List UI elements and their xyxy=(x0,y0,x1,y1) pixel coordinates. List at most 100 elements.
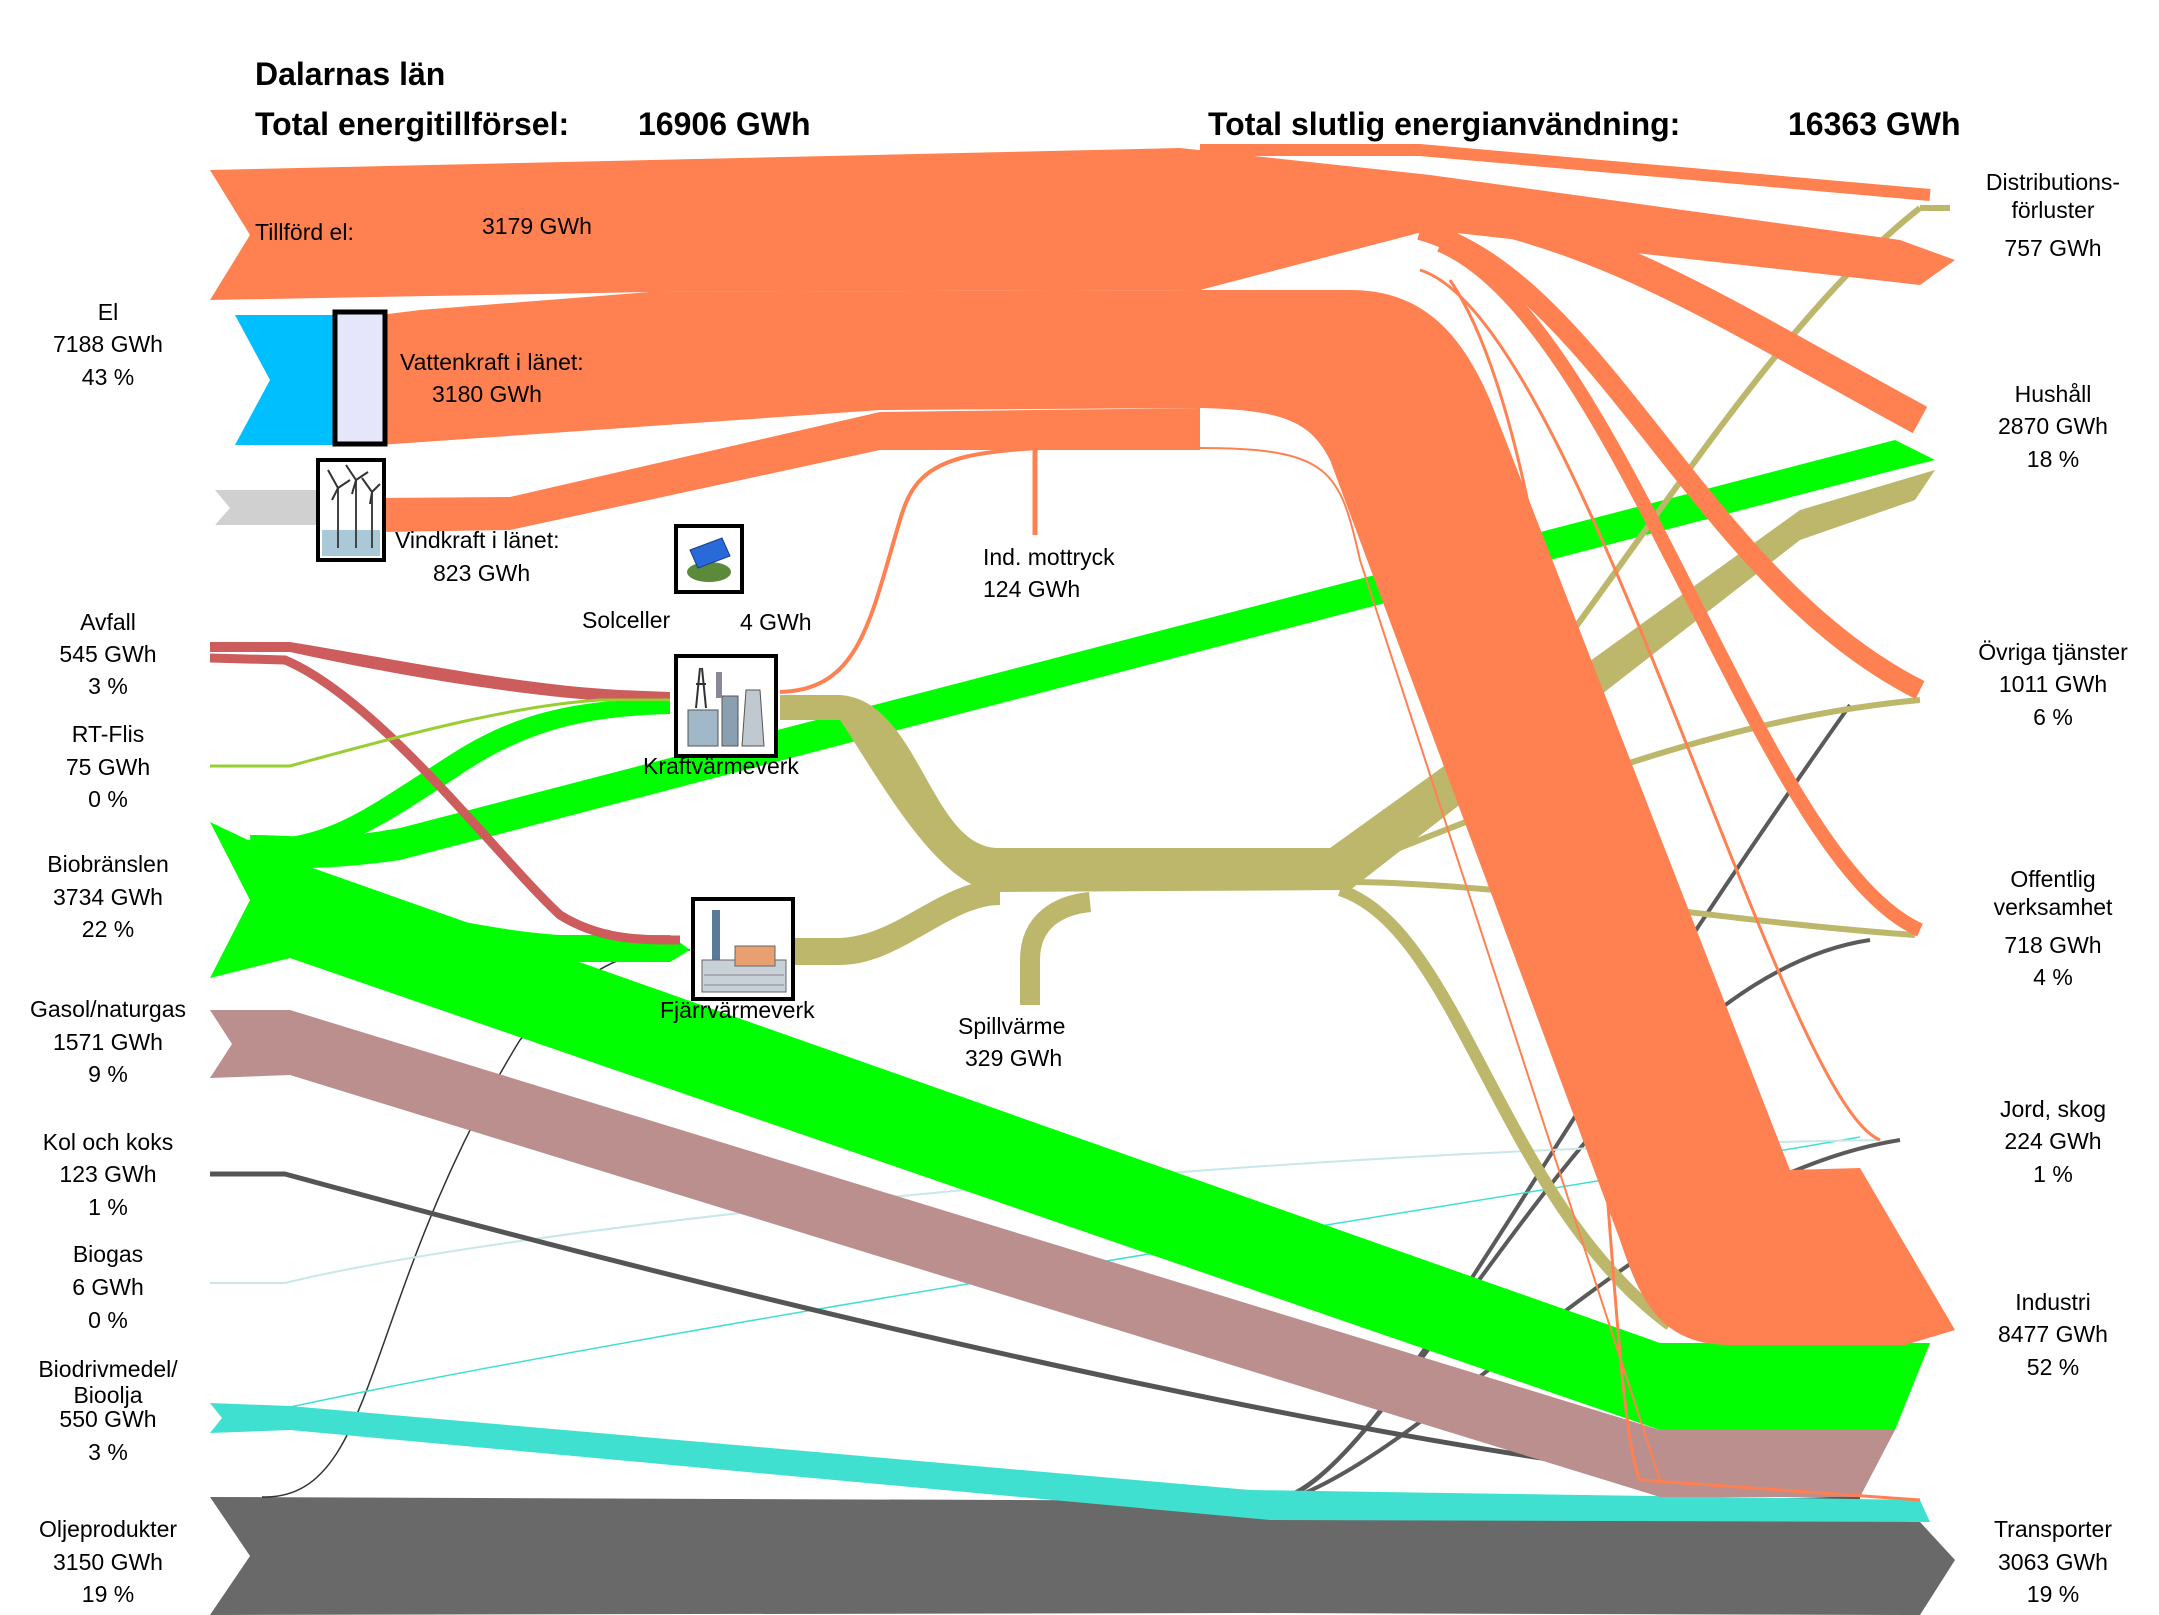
flow-vind-in xyxy=(215,490,320,525)
chp-plant-icon xyxy=(674,654,778,758)
source-rtflis-name: RT-Flis xyxy=(72,721,144,747)
source-bio-value: 3734 GWh xyxy=(53,884,163,910)
vattenkraft-value: 3180 GWh xyxy=(432,381,542,407)
source-gas-name: Gasol/naturgas xyxy=(30,996,186,1022)
sink-transport-name: Transporter xyxy=(1994,1516,2112,1542)
use-total-label: Total slutlig energianvändning: xyxy=(1208,106,1680,142)
source-avfall-value: 545 GWh xyxy=(59,641,156,667)
el-part-labels: Tillförd el: 3179 GWh Vattenkraft i läne… xyxy=(255,213,592,586)
sink-offentlig-name2: verksamhet xyxy=(1994,894,2113,920)
sink-loss-name: Distributions- xyxy=(1986,169,2120,195)
solceller-value: 4 GWh xyxy=(740,609,812,635)
sink-jord-pct: 1 % xyxy=(2033,1161,2073,1187)
sink-industri-name: Industri xyxy=(2015,1289,2090,1315)
vattenkraft-label: Vattenkraft i länet: xyxy=(400,349,584,375)
flow-spillvarme xyxy=(1020,892,1092,1005)
region-title: Dalarnas län xyxy=(255,56,445,92)
source-kol-name: Kol och koks xyxy=(43,1129,173,1155)
kraftvarmeverk-label: Kraftvärmeverk xyxy=(643,753,799,779)
ind-mottryck-label: Ind. mottryck xyxy=(983,544,1115,570)
use-total-value: 16363 GWh xyxy=(1788,106,1961,142)
flow-bio-industri xyxy=(210,822,1930,1430)
flow-biodrivmedel-transport xyxy=(210,1403,1930,1522)
source-el-pct: 43 % xyxy=(82,364,134,390)
source-el-value: 7188 GWh xyxy=(53,331,163,357)
tillford-el-label: Tillförd el: xyxy=(255,219,354,245)
flow-avfall-fjv xyxy=(209,653,681,945)
sink-ovriga-name: Övriga tjänster xyxy=(1978,639,2128,665)
source-bio-name: Biobränslen xyxy=(47,851,168,877)
flow-bio-kvv xyxy=(248,698,670,862)
source-kol-pct: 1 % xyxy=(88,1194,128,1220)
flow-vatten-in xyxy=(235,315,345,445)
supply-total-value: 16906 GWh xyxy=(638,106,811,142)
sink-hushall-value: 2870 GWh xyxy=(1998,413,2108,439)
flow-avfall-kvv xyxy=(210,642,670,702)
source-labels: El 7188 GWh 43 % Avfall 545 GWh 3 % RT-F… xyxy=(30,299,186,1607)
flow-el-industri xyxy=(1200,290,1955,1345)
solar-panel-icon xyxy=(674,524,744,594)
titles: Dalarnas län Total energitillförsel: 169… xyxy=(255,56,1961,142)
flows-el-branches xyxy=(1200,144,1931,1502)
flow-heat-main xyxy=(780,470,1935,892)
sink-hushall-name: Hushåll xyxy=(2015,381,2092,407)
spillvarme-value: 329 GWh xyxy=(965,1045,1062,1071)
source-bio-pct: 22 % xyxy=(82,916,134,942)
sink-offentlig-value: 718 GWh xyxy=(2004,932,2101,958)
flow-oljeprodukter-transport xyxy=(210,1497,1955,1615)
source-biogas-value: 6 GWh xyxy=(72,1274,144,1300)
sink-industri-pct: 52 % xyxy=(2027,1354,2079,1380)
tillford-el-value: 3179 GWh xyxy=(482,213,592,239)
solceller-label: Solceller xyxy=(582,607,671,633)
source-biodriv-name2: Bioolja xyxy=(73,1382,142,1408)
source-biogas-name: Biogas xyxy=(73,1241,143,1267)
sink-loss-value: 757 GWh xyxy=(2004,235,2101,261)
sink-transport-pct: 19 % xyxy=(2027,1581,2079,1607)
intermediate-labels: Solceller 4 GWh Kraftvärmeverk Fjärrvärm… xyxy=(582,544,1115,1071)
sink-ovriga-pct: 6 % xyxy=(2033,704,2073,730)
flow-bio-fjv xyxy=(270,880,690,962)
sink-ovriga-value: 1011 GWh xyxy=(1999,671,2107,697)
sink-transport-value: 3063 GWh xyxy=(1998,1549,2108,1575)
sink-labels: Distributions- förluster 757 GWh Hushåll… xyxy=(1978,169,2128,1607)
district-heating-plant-icon xyxy=(691,897,795,1001)
source-gas-pct: 9 % xyxy=(88,1061,128,1087)
sink-industri-value: 8477 GWh xyxy=(1998,1321,2108,1347)
sink-jord-name: Jord, skog xyxy=(2000,1096,2106,1122)
vindkraft-value: 823 GWh xyxy=(433,560,530,586)
source-rtflis-pct: 0 % xyxy=(88,786,128,812)
sink-loss-name2: förluster xyxy=(2011,197,2094,223)
sink-offentlig-name: Offentlig xyxy=(2010,866,2095,892)
flows xyxy=(209,144,1955,1615)
flow-heat-fjv xyxy=(780,880,1000,965)
source-biodriv-pct: 3 % xyxy=(88,1439,128,1465)
source-biodriv-name: Biodrivmedel/ xyxy=(38,1356,178,1382)
source-gas-value: 1571 GWh xyxy=(53,1029,163,1055)
source-rtflis-value: 75 GWh xyxy=(66,754,150,780)
source-olja-value: 3150 GWh xyxy=(53,1549,163,1575)
wind-turbine-icon xyxy=(316,458,386,562)
source-kol-value: 123 GWh xyxy=(59,1161,156,1187)
sink-hushall-pct: 18 % xyxy=(2027,446,2079,472)
sink-offentlig-pct: 4 % xyxy=(2033,964,2073,990)
flow-gasol xyxy=(210,1010,1895,1497)
source-avfall-pct: 3 % xyxy=(88,673,128,699)
source-avfall-name: Avfall xyxy=(80,609,136,635)
flow-ind-mottryck xyxy=(779,443,1201,694)
supply-total-label: Total energitillförsel: xyxy=(255,106,569,142)
flow-vattenkraft xyxy=(380,290,1200,445)
fjarrvarmeverk-label: Fjärrvärmeverk xyxy=(660,997,815,1023)
source-olja-name: Oljeprodukter xyxy=(39,1516,177,1542)
source-el-name: El xyxy=(98,299,118,325)
sink-jord-value: 224 GWh xyxy=(2004,1128,2101,1154)
flow-vindkraft xyxy=(380,408,1200,532)
flow-el-to-industri-thin xyxy=(1199,447,1661,1481)
ind-mottryck-value: 124 GWh xyxy=(983,576,1080,602)
source-biogas-pct: 0 % xyxy=(88,1307,128,1333)
spillvarme-label: Spillvärme xyxy=(958,1013,1065,1039)
source-olja-pct: 19 % xyxy=(82,1581,134,1607)
flow-rtflis xyxy=(210,698,670,768)
dam-icon xyxy=(332,309,388,447)
flow-tillford-el xyxy=(210,148,1955,300)
